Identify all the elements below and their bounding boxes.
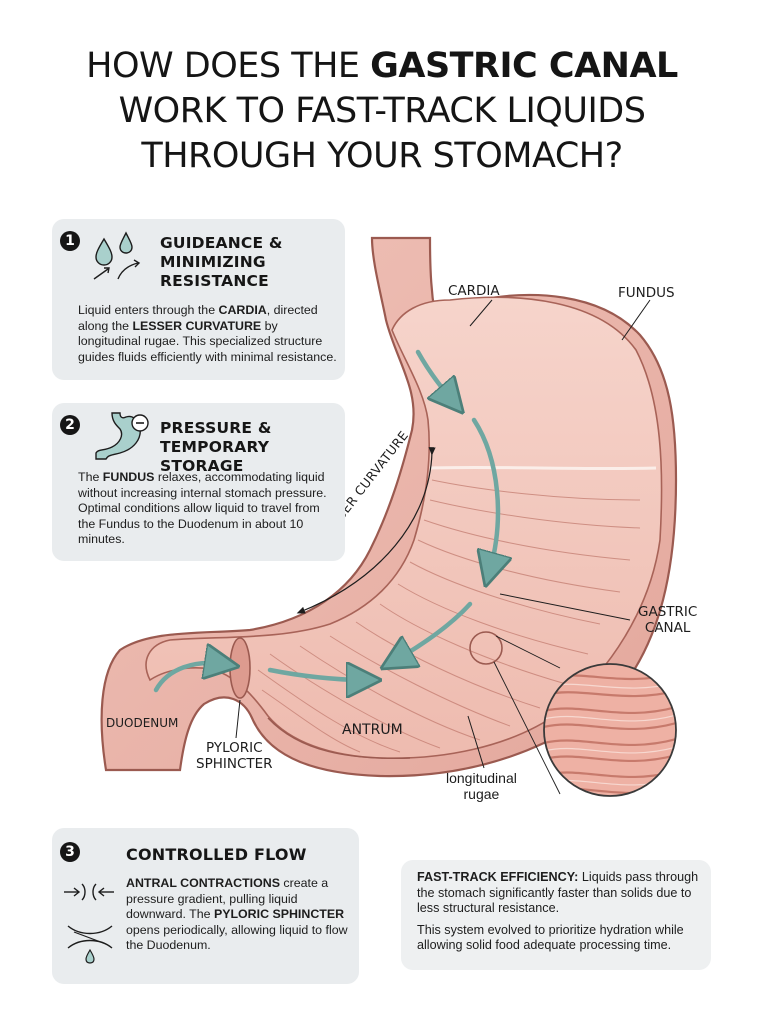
body-term-cardia: CARDIA bbox=[218, 303, 267, 317]
body-text: , directed along the bbox=[78, 303, 318, 333]
body-text: by longitudinal rugae. This specialized … bbox=[78, 318, 337, 364]
heading-line: GUIDEANCE & bbox=[160, 234, 283, 252]
card-controlled-flow: 3 CONTROLLED FLOW ANTRAL CONTRACTIONS cr… bbox=[52, 828, 359, 984]
body-text: create a pressure gradient, pulling liqu… bbox=[126, 876, 329, 922]
label-fundus: FUNDUS bbox=[618, 285, 675, 301]
card-guidance-body: Liquid enters through the CARDIA, direct… bbox=[78, 303, 340, 365]
sphincter-drop-icon bbox=[67, 925, 113, 964]
title-line1-bold: GASTRIC CANAL bbox=[370, 46, 678, 86]
heading-line: RESISTANCE bbox=[160, 272, 269, 290]
title-line3: THROUGH YOUR STOMACH? bbox=[141, 136, 623, 176]
title-line2: WORK TO FAST-TRACK LIQUIDS bbox=[118, 91, 646, 131]
card-controlled-flow-heading: CONTROLLED FLOW bbox=[126, 845, 307, 864]
body-term-lesser-curvature: LESSER CURVATURE bbox=[132, 318, 262, 333]
page-title: HOW DOES THE GASTRIC CANAL WORK TO FAST-… bbox=[0, 44, 764, 179]
pyloric-sphincter bbox=[229, 637, 251, 699]
label-pyloric-sphincter: PYLORIC SPHINCTER bbox=[196, 740, 273, 772]
flow-arrows bbox=[153, 349, 498, 690]
label-gastric-canal: GASTRIC CANAL bbox=[638, 604, 698, 636]
efficiency-body: Liquids pass through the stomach signifi… bbox=[417, 870, 699, 916]
lesser-curvature-arrow bbox=[296, 447, 436, 614]
contraction-waves-icon bbox=[64, 883, 114, 901]
body-text: opens periodically, allowing liquid to f… bbox=[126, 922, 348, 953]
rugae-folds bbox=[257, 479, 641, 753]
card-guidance-heading: GUIDEANCE & MINIMIZING RESISTANCE bbox=[160, 234, 283, 291]
card-pressure-heading: PRESSURE & TEMPORARY STORAGE bbox=[160, 419, 345, 476]
step-number-3: 3 bbox=[60, 842, 80, 862]
title-line1-regular: HOW DOES THE bbox=[86, 46, 371, 86]
card-guidance: 1 GUIDEANCE & MINIMIZING RESISTANCE Liqu… bbox=[52, 219, 345, 380]
efficiency-text: FAST-TRACK EFFICIENCY: Liquids pass thro… bbox=[417, 870, 701, 960]
label-cardia: CARDIA bbox=[448, 283, 500, 299]
efficiency-box: FAST-TRACK EFFICIENCY: Liquids pass thro… bbox=[401, 860, 711, 970]
label-duodenum: DUODENUM bbox=[106, 716, 179, 730]
heading-line: TEMPORARY STORAGE bbox=[160, 438, 270, 475]
rugae-closeup bbox=[544, 664, 676, 796]
magnifier-ring bbox=[469, 631, 503, 665]
card-pressure: 2 PRESSURE & TEMPORARY STORAGE The FUNDU… bbox=[52, 403, 345, 561]
card-pressure-body: The FUNDUS relaxes, accommodating liquid… bbox=[78, 470, 340, 548]
stomach-minus-icon bbox=[95, 412, 149, 460]
body-text: Liquid enters through the bbox=[78, 303, 219, 317]
heading-line: PRESSURE & bbox=[160, 419, 272, 437]
step-number-2: 2 bbox=[60, 415, 80, 435]
label-antrum: ANTRUM bbox=[342, 722, 403, 738]
water-drops-arrows-icon bbox=[93, 231, 141, 280]
label-longitudinal-rugae: longitudinal rugae bbox=[446, 770, 517, 802]
card-controlled-flow-body: ANTRAL CONTRACTIONS create a pressure gr… bbox=[126, 876, 352, 954]
body-term-fundus: FUNDUS bbox=[102, 470, 155, 484]
body-term-pyloric-sphincter: PYLORIC SPHINCTER bbox=[213, 907, 345, 922]
heading-line: MINIMIZING bbox=[160, 253, 266, 271]
body-term-antral-contractions: ANTRAL CONTRACTIONS bbox=[126, 876, 280, 890]
efficiency-note: This system evolved to prioritize hydrat… bbox=[417, 922, 684, 953]
body-text: The bbox=[78, 470, 103, 484]
body-text: relaxes, accommodating liquid without in… bbox=[78, 470, 327, 547]
step-number-1: 1 bbox=[60, 231, 80, 251]
fluid-level-line bbox=[429, 465, 657, 471]
efficiency-heading: FAST-TRACK EFFICIENCY: bbox=[417, 870, 579, 884]
